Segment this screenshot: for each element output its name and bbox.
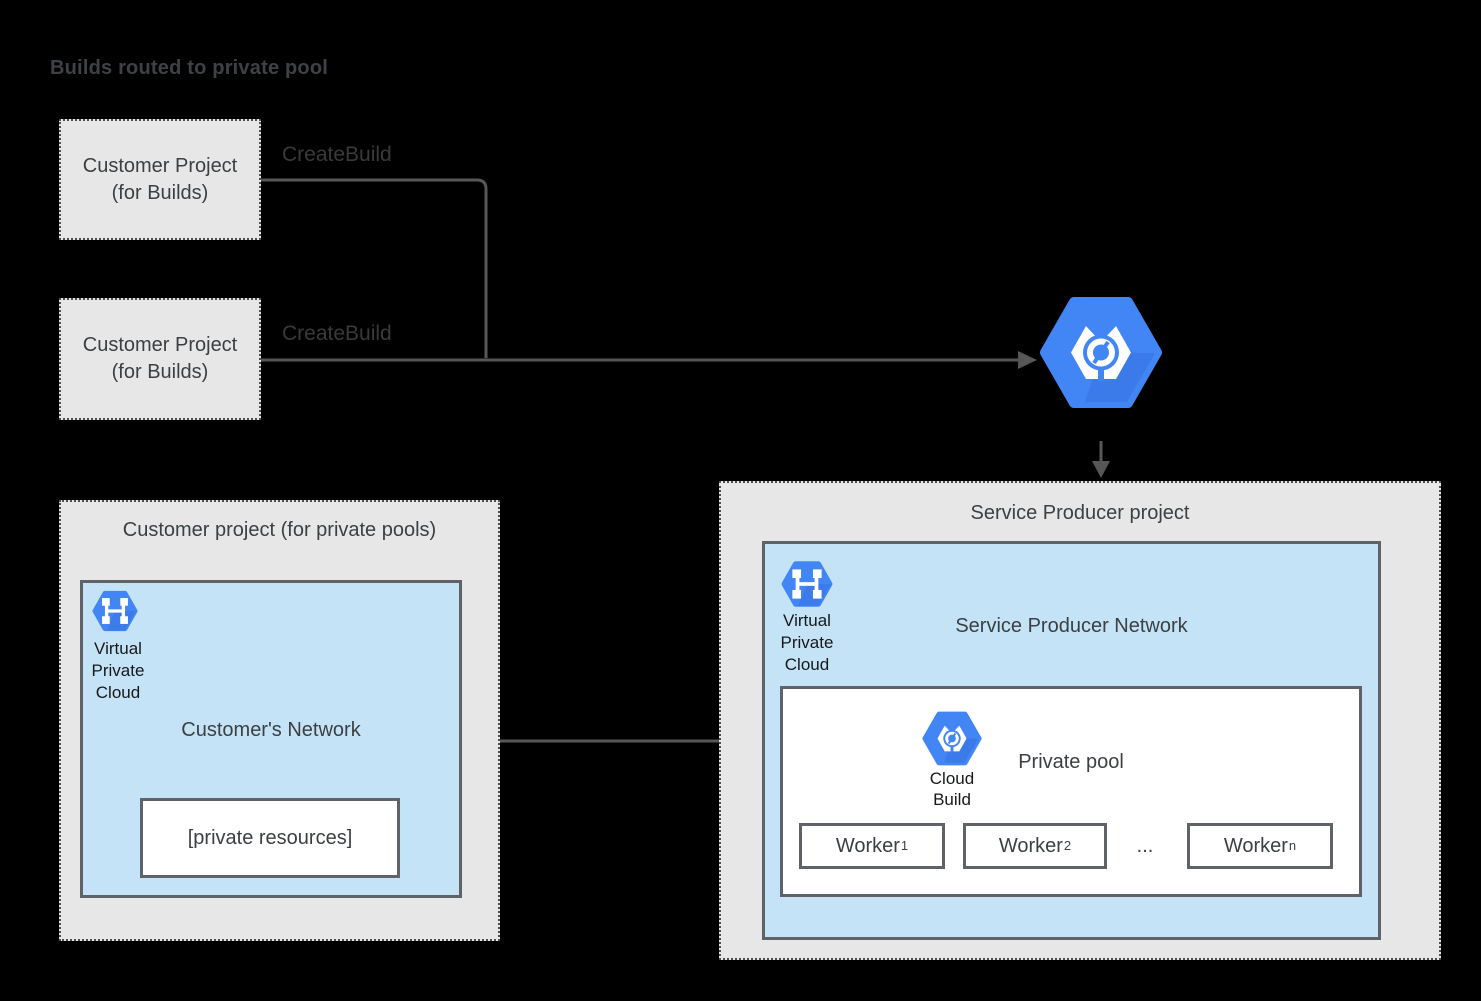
service-producer-network-title: Service Producer Network — [955, 615, 1188, 637]
worker-ellipsis: ... — [1136, 834, 1154, 857]
vpc-caption-line3: Cloud — [784, 655, 830, 674]
service-producer-project-title: Service Producer project — [970, 502, 1190, 524]
vpc-caption: Virtual Private Cloud — [768, 610, 846, 676]
arrowhead-to-sp-project — [1092, 461, 1110, 478]
cloud-build-caption-line1: Cloud — [929, 769, 975, 788]
customer-pool-project-title: Customer project (for private pools) — [122, 519, 437, 541]
customer-build-project-1-label-line2: (for Builds) — [111, 181, 209, 204]
worker-1-label: Worker — [835, 834, 900, 857]
cloud-build-icon — [1040, 297, 1162, 408]
cloud-build-icon — [922, 711, 982, 766]
customer-build-project-2-label-line2: (for Builds) — [111, 361, 209, 383]
diagram-title: Builds routed to private pool — [50, 57, 329, 79]
worker-2-label: Worker — [998, 834, 1063, 857]
cloud-build-caption: Cloud Build — [919, 768, 985, 810]
create-build-label-1: CreateBuild — [282, 143, 392, 166]
customer-build-project-1: Customer Project (for Builds) — [59, 119, 261, 240]
vpc-icon — [92, 590, 138, 632]
vpc-caption-line2: Private — [91, 661, 145, 680]
private-pool-title: Private pool — [1018, 751, 1124, 773]
vpc-icon — [781, 561, 833, 607]
private-resources-label: [private resources] — [187, 826, 353, 849]
create-build-label-2: CreateBuild — [282, 322, 392, 345]
customer-build-project-2: Customer Project (for Builds) — [59, 298, 261, 420]
customer-build-project-2-label-line1: Customer Project — [82, 334, 238, 356]
private-resources-box: [private resources] — [140, 798, 400, 878]
vpc-caption-line3: Cloud — [95, 683, 141, 702]
customer-build-project-1-label-line1: Customer Project — [82, 154, 238, 177]
arrowhead-to-cloud-build — [1018, 351, 1037, 369]
customer-network-title: Customer's Network — [181, 719, 361, 741]
vpc-caption-line1: Virtual — [783, 611, 831, 630]
cloud-build-caption-line2: Build — [933, 790, 971, 809]
vpc-caption-line2: Private — [780, 633, 834, 652]
vpc-caption: Virtual Private Cloud — [79, 638, 157, 704]
worker-n-label: Worker — [1223, 834, 1288, 857]
vpc-caption-line1: Virtual — [94, 639, 142, 658]
